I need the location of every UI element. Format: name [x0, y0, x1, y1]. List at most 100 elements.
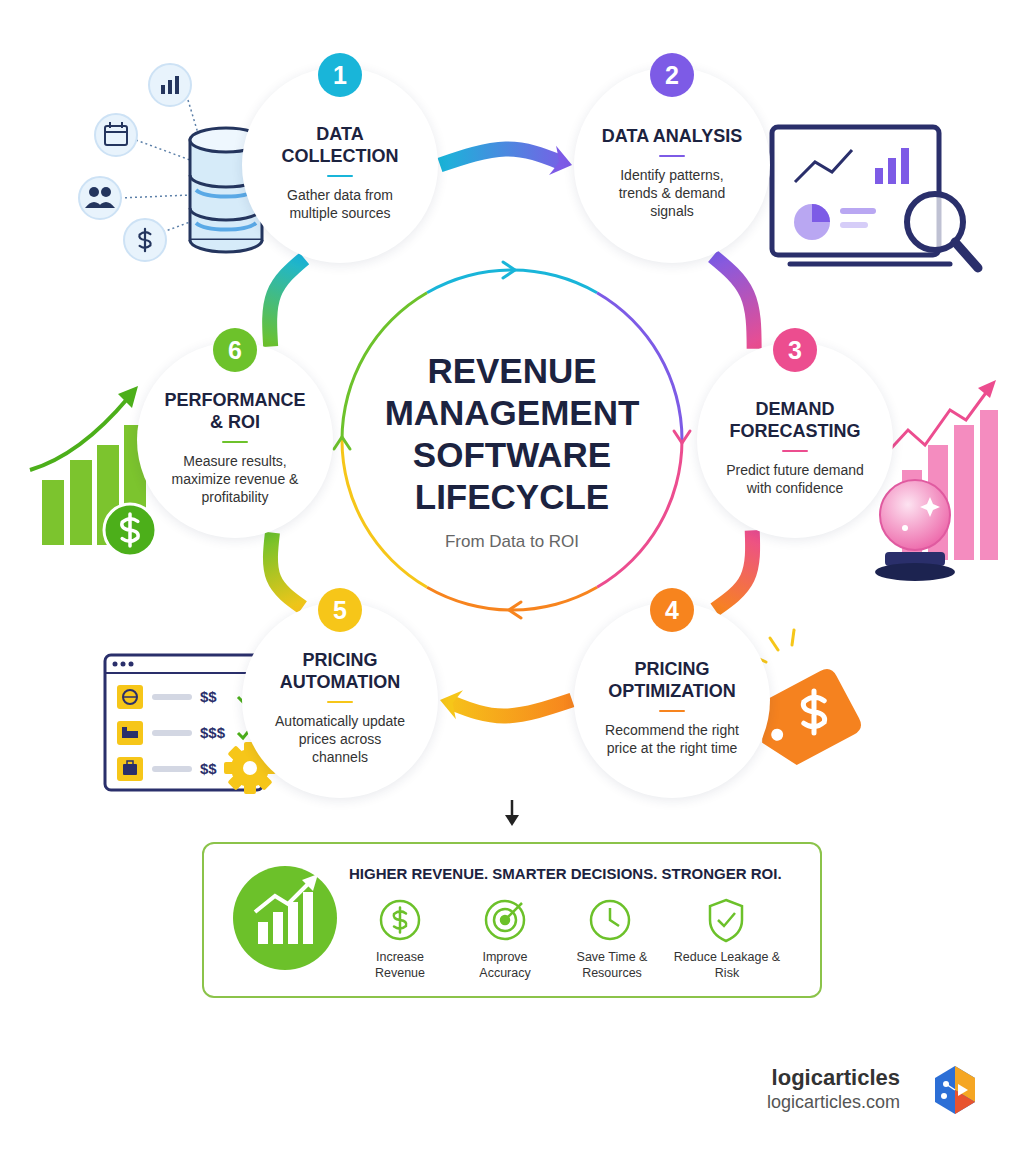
cycle-connector: [270, 533, 302, 608]
source-links: [120, 100, 200, 232]
dollar-symbol: [803, 691, 824, 733]
step-heading: DEMAND FORECASTING: [720, 398, 870, 442]
calendar-icon: [105, 122, 127, 145]
step-badge: 2: [650, 53, 694, 97]
cycle-connector: [715, 530, 753, 609]
benefit-icon: [610, 908, 619, 926]
people-icon: [97, 202, 115, 208]
coin-icon: [104, 504, 156, 556]
accent-bar: [327, 175, 353, 177]
chart-icon: [161, 85, 165, 94]
step-heading: DATA ANALYSIS: [597, 125, 747, 147]
step-number: 2: [665, 63, 679, 88]
step-heading: DATA COLLECTION: [265, 123, 415, 167]
watermark: logicarticles: [772, 1064, 900, 1092]
dashboard-monitor: [795, 150, 852, 182]
watermark: logicarticles.com: [767, 1091, 900, 1114]
dollar-symbol: [122, 514, 138, 546]
forecast-chart: [978, 380, 996, 398]
database-icon: [190, 240, 262, 252]
price-list-panel: [152, 730, 192, 736]
cycle-ring: [509, 602, 521, 618]
price-list-panel: [127, 761, 133, 765]
forecast-chart: [885, 390, 988, 455]
cycle-ring: [334, 437, 350, 449]
step-number: 5: [333, 598, 347, 623]
cycle-connector: [713, 256, 754, 348]
people-icon: [85, 187, 115, 208]
accent-bar: [659, 710, 685, 712]
step-circle: 3DEMAND FORECASTINGPredict future demand…: [697, 342, 893, 538]
step-heading: PRICING OPTIMIZATION: [597, 658, 747, 702]
benefit-label: Reduce Leakage & Risk: [671, 950, 783, 981]
benefit-icon: [591, 901, 629, 939]
price-list-panel: [152, 694, 192, 700]
growth-chart: [42, 480, 64, 545]
price-list-panel: [121, 662, 126, 667]
benefit-label: Increase Revenue: [358, 950, 442, 981]
accent-bar: [659, 155, 685, 157]
connector-band: [452, 700, 572, 716]
forecast-chart: [954, 425, 974, 560]
dollar-symbol: [394, 908, 407, 933]
step-circle: 2DATA ANALYSISIdentify patterns, trends …: [574, 67, 770, 263]
step-number: 3: [788, 338, 802, 363]
growth-chart: [30, 398, 128, 470]
benefit-label: Improve Accuracy: [463, 950, 547, 981]
price-list-panel: [129, 662, 134, 667]
diagram-caption: From Data to ROI: [392, 532, 632, 552]
step-badge: 4: [650, 588, 694, 632]
growth-chart: [70, 460, 92, 545]
step-description: Predict future demand with confidence: [725, 461, 865, 497]
step-badge: 5: [318, 588, 362, 632]
dollar-symbol: [139, 229, 150, 251]
step-number: 6: [228, 338, 242, 363]
chart-icon: [175, 76, 179, 94]
step-description: Identify patterns, trends & demand signa…: [602, 166, 742, 220]
price-list-panel: [123, 696, 137, 698]
step-number: 4: [665, 598, 679, 623]
database-icon: [196, 223, 256, 230]
benefit-label: Save Time & Resources: [562, 950, 662, 981]
forecast-chart: [980, 410, 998, 560]
chart-icon: [168, 80, 172, 94]
benefit-icon: [505, 903, 522, 920]
gear-icon: [243, 761, 257, 775]
benefit-icon: [486, 901, 524, 939]
price-list-panel: [113, 662, 118, 667]
benefit-icon: [381, 901, 419, 939]
step-heading: PRICING AUTOMATION: [265, 649, 415, 693]
results-icon: [273, 912, 283, 944]
price-list-panel: [122, 731, 138, 738]
calendar-icon: [105, 126, 127, 145]
results-icon: [303, 892, 313, 944]
calendar-icon: [109, 122, 111, 128]
connector-band: [440, 149, 560, 165]
price-tag: [769, 727, 785, 743]
dashboard-monitor: [840, 208, 876, 214]
price-level: $$$: [200, 724, 225, 743]
cycle-connector: [270, 258, 305, 346]
dashboard-monitor: [840, 222, 868, 228]
connector-band: [715, 530, 753, 609]
magnifier-icon: [907, 194, 978, 268]
site-logo: [946, 1084, 955, 1090]
dashboard-monitor: [794, 204, 830, 240]
source-links: [120, 195, 190, 198]
step-description: Gather data from multiple sources: [270, 186, 410, 222]
database-icon: [190, 208, 262, 220]
price-level: $$: [200, 760, 217, 779]
down-arrow: [505, 800, 519, 826]
crystal-ball: [875, 563, 955, 581]
people-icon: [101, 187, 111, 197]
cycle-connector: [440, 690, 572, 719]
magnifier-icon: [955, 242, 978, 268]
benefit-icon: [381, 900, 742, 941]
results-icon: [233, 866, 337, 970]
site-logo: [958, 1084, 968, 1096]
growth-chart: [118, 386, 138, 408]
cycle-connector: [440, 146, 572, 175]
step-badge: 6: [213, 328, 257, 372]
results-icon: [258, 922, 268, 944]
